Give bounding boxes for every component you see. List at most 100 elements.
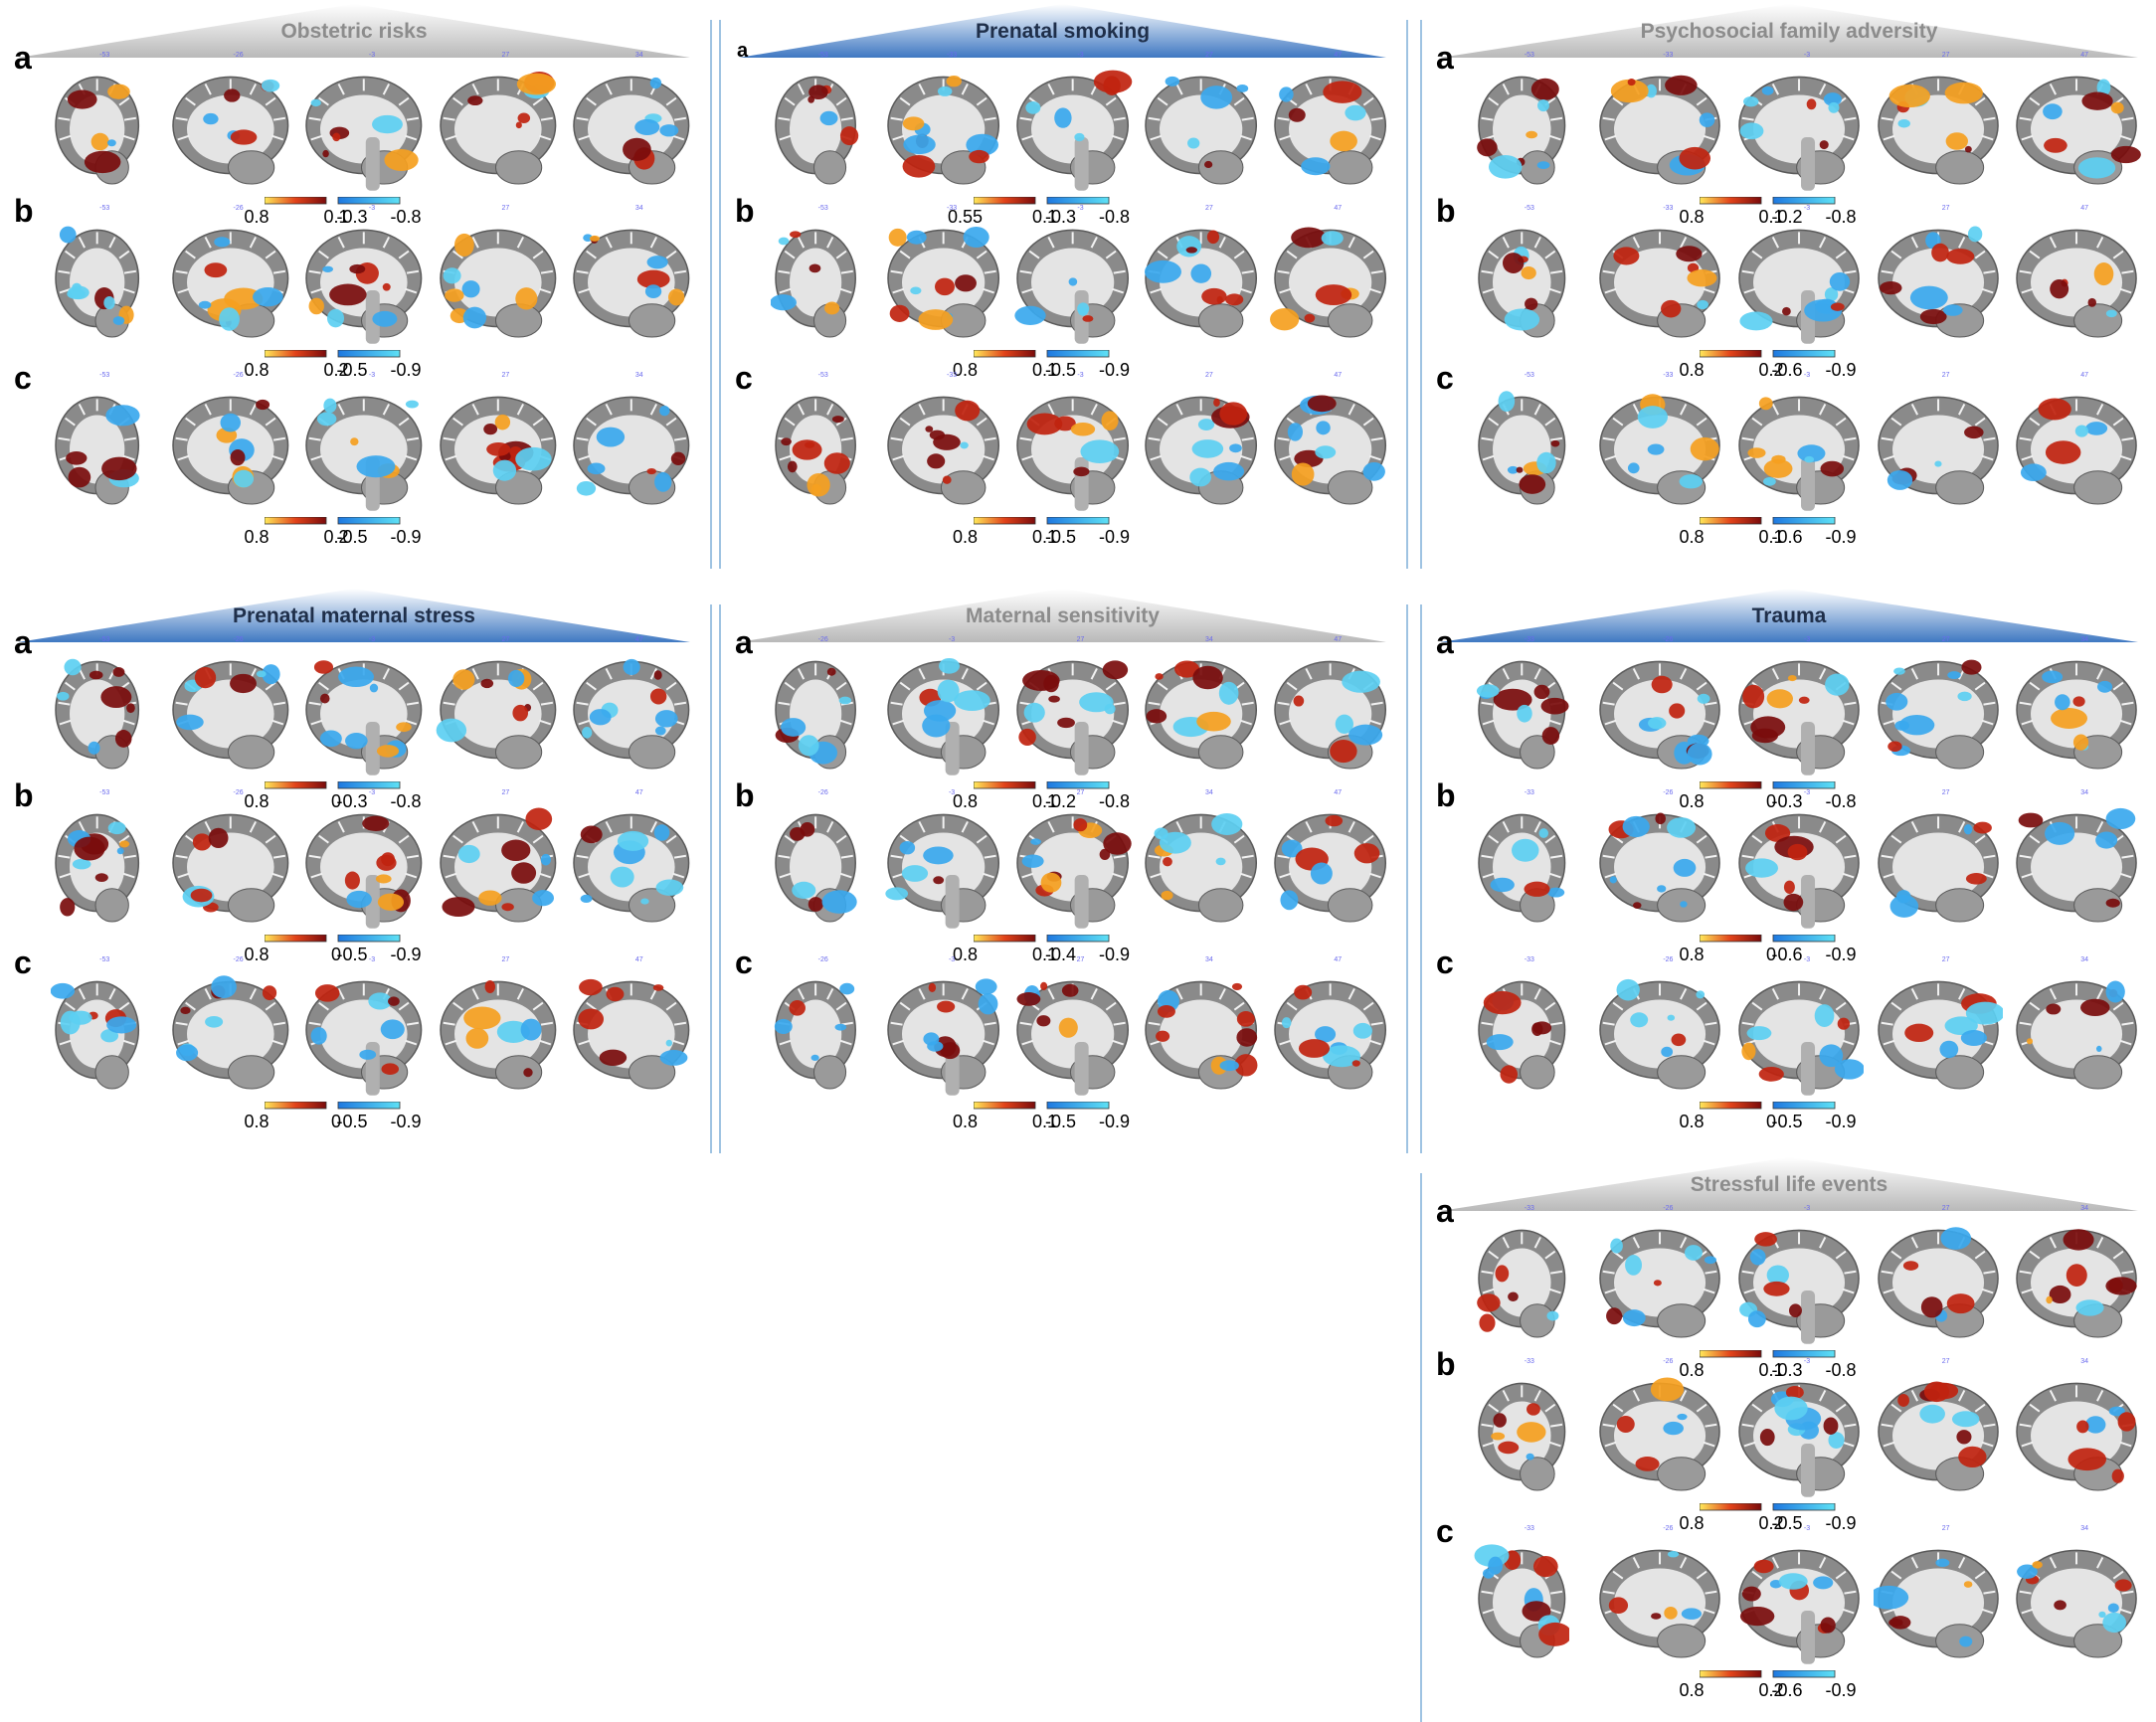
- panel-divider: [719, 20, 721, 569]
- slice-coordinate: 34: [634, 52, 643, 59]
- slice-coordinate: -26: [233, 956, 244, 963]
- slice-coordinate: -26: [817, 956, 828, 963]
- colorbar-tick: -0.3: [1771, 791, 1803, 811]
- panel-divider: [1420, 604, 1422, 1153]
- colorbar-tick: 0.1: [1031, 945, 1058, 964]
- slice-coordinate: 27: [1941, 1205, 1950, 1212]
- slice-coordinate: -3: [1077, 205, 1084, 212]
- row-label-c: c: [735, 945, 753, 980]
- colorbar: [1700, 1350, 1836, 1358]
- colorbar-tick: 0.1: [1031, 527, 1058, 547]
- brain-slice: [1016, 396, 1129, 511]
- slice-coordinate: 34: [2080, 1525, 2089, 1532]
- brain-slice: [305, 980, 423, 1096]
- brain-slice: [774, 660, 856, 770]
- slice-coordinate: -3: [368, 636, 376, 643]
- slice-coordinate: -3: [1077, 372, 1084, 379]
- brain-slice: [1599, 1377, 1721, 1491]
- colorbar-tick: 0.2: [323, 360, 349, 380]
- colorbar-tick: 0.8: [244, 945, 270, 964]
- panel-divider: [719, 604, 721, 1153]
- slice-coordinate: -3: [368, 205, 376, 212]
- slice-coordinate: -33: [1663, 205, 1674, 212]
- row-label-b: b: [1436, 1346, 1456, 1382]
- brain-slice: [1738, 813, 1860, 929]
- colorbar-tick: 0.8: [952, 791, 979, 811]
- brain-slice: [2016, 660, 2137, 770]
- colorbar-tick: 0.2: [1758, 360, 1784, 380]
- slice-coordinate: 47: [634, 789, 643, 796]
- slice-coordinate: -26: [233, 205, 244, 212]
- slice-coordinate: 34: [2080, 956, 2089, 963]
- colorbar-tick: -0.3: [336, 791, 368, 811]
- brain-slice: [1877, 76, 1999, 185]
- slice-coordinate: 47: [2080, 205, 2089, 212]
- colorbar-tick: -0.8: [390, 207, 422, 227]
- slice-coordinate: 27: [501, 205, 510, 212]
- brain-slice: [1014, 229, 1129, 344]
- slice-coordinate: -3: [1803, 1358, 1811, 1365]
- brain-slice: [887, 226, 1000, 338]
- colorbar-tick: -0.6: [1771, 527, 1803, 547]
- slice-coordinate: -33: [947, 205, 958, 212]
- colorbar: [265, 935, 401, 943]
- brain-slice: [54, 226, 139, 338]
- panel-title: Obstetric risks: [280, 20, 428, 43]
- brain-slice: [436, 660, 556, 770]
- slice-coordinate: 47: [1334, 205, 1343, 212]
- slice-coordinate: -3: [368, 956, 376, 963]
- brain-slice: [1877, 980, 2003, 1090]
- brain-slice: [172, 76, 289, 185]
- colorbar-tick: -0.9: [390, 360, 422, 380]
- panel-title: Psychosocial family adversity: [1640, 20, 1938, 43]
- row-label-b: b: [735, 777, 755, 813]
- brain-slice: [305, 76, 423, 191]
- slice-coordinate: 27: [501, 956, 510, 963]
- slice-coordinate: -53: [817, 205, 828, 212]
- row-label-c: c: [14, 360, 32, 396]
- brain-slice: [1145, 229, 1258, 338]
- slice-coordinate: -3: [368, 52, 376, 59]
- colorbar-tick: 0.2: [1758, 1680, 1784, 1700]
- slice-coordinate: -3: [368, 789, 376, 796]
- brain-slice: [305, 396, 423, 511]
- colorbar-tick: 0.1: [1031, 791, 1058, 811]
- row-label-c: c: [1436, 360, 1454, 396]
- colorbar-tick: 0: [1765, 1112, 1777, 1131]
- colorbar-tick: -0.3: [336, 207, 368, 227]
- slice-coordinate: -33: [1524, 956, 1534, 963]
- slice-coordinate: -26: [233, 372, 244, 379]
- brain-slice: [1599, 1549, 1721, 1658]
- slice-coordinate: -26: [817, 789, 828, 796]
- brain-slice: [1738, 980, 1865, 1096]
- brain-slice: [1145, 813, 1258, 923]
- colorbar-tick: 0.1: [1031, 207, 1058, 227]
- slice-coordinate: -26: [1663, 1205, 1674, 1212]
- title-banner: [18, 4, 690, 58]
- brain-slice: [770, 229, 856, 338]
- colorbar-tick: 0: [1765, 945, 1777, 964]
- colorbar-tick: 0.8: [1679, 791, 1705, 811]
- brain-slice: [305, 813, 423, 929]
- brain-slice: [54, 76, 139, 185]
- row-label-b: b: [14, 193, 34, 229]
- colorbar-tick: -0.6: [1771, 360, 1803, 380]
- brain-slice: [1016, 660, 1129, 775]
- colorbar-tick: 0.8: [1679, 1112, 1705, 1131]
- slice-coordinate: 27: [1204, 205, 1213, 212]
- panel-divider: [710, 20, 712, 569]
- slice-coordinate: 47: [1334, 636, 1343, 643]
- brain-slice: [54, 813, 139, 923]
- slice-coordinate: -53: [99, 956, 110, 963]
- slice-coordinate: -33: [1524, 636, 1534, 643]
- colorbar-tick: 0.8: [244, 1112, 270, 1131]
- colorbar-tick: 0: [330, 945, 342, 964]
- brain-slice: [50, 980, 139, 1090]
- slice-coordinate: -33: [947, 372, 958, 379]
- brain-slice: [1016, 813, 1132, 929]
- brain-slice: [172, 229, 289, 338]
- slice-coordinate: 27: [1204, 52, 1213, 59]
- slice-coordinate: 27: [1941, 789, 1950, 796]
- colorbar-tick: 0.8: [1679, 1360, 1705, 1380]
